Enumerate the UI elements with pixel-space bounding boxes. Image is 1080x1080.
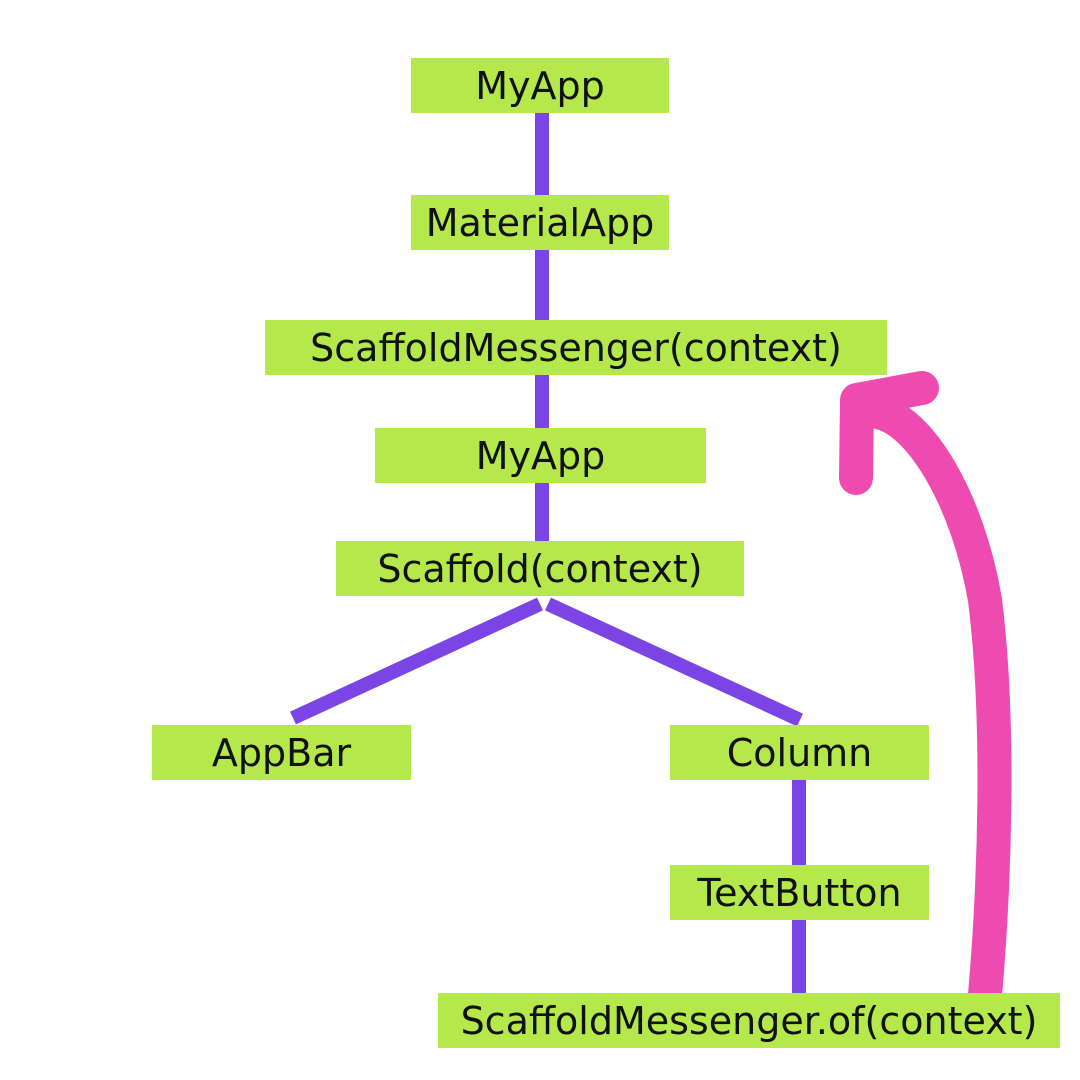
node-label: MyApp bbox=[475, 63, 605, 108]
node-myapp-child: MyApp bbox=[375, 428, 706, 483]
node-scaffold-messenger: ScaffoldMessenger(context) bbox=[265, 320, 887, 375]
node-label: ScaffoldMessenger(context) bbox=[310, 325, 842, 370]
lookup-arrow bbox=[861, 395, 1012, 1012]
node-materialapp: MaterialApp bbox=[411, 195, 669, 250]
node-label: TextButton bbox=[697, 870, 902, 915]
node-label: MaterialApp bbox=[425, 200, 655, 245]
node-label: AppBar bbox=[211, 730, 352, 775]
node-label: ScaffoldMessenger.of(context) bbox=[460, 998, 1038, 1043]
edge-scaffold-to-column bbox=[545, 597, 803, 727]
node-textbutton: TextButton bbox=[670, 865, 929, 920]
node-label: Column bbox=[726, 730, 873, 775]
node-scaffold-messenger-of: ScaffoldMessenger.of(context) bbox=[438, 993, 1060, 1048]
node-appbar: AppBar bbox=[152, 725, 411, 780]
edge-scaffold-to-appbar bbox=[290, 597, 543, 725]
node-column: Column bbox=[670, 725, 929, 780]
node-label: Scaffold(context) bbox=[377, 546, 703, 591]
node-label: MyApp bbox=[475, 433, 606, 478]
lookup-arrowhead bbox=[839, 371, 939, 495]
node-scaffold: Scaffold(context) bbox=[336, 541, 744, 596]
node-myapp-root: MyApp bbox=[411, 58, 669, 113]
